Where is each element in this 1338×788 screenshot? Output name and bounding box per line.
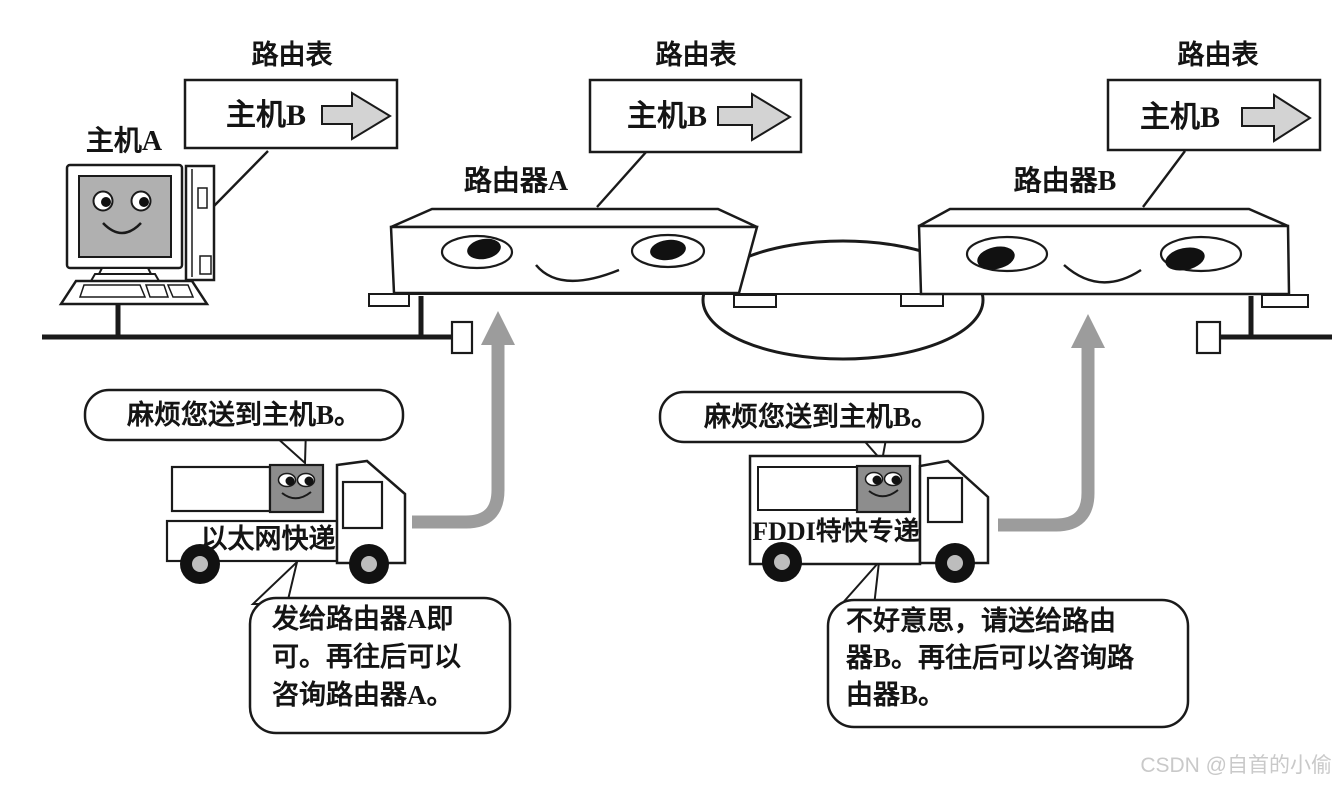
packet-arrow-left <box>412 311 515 529</box>
bubble-reply-right-text: 不好意思，请送给路由 器B。再往后可以咨询路 由器B。 <box>845 605 1135 710</box>
svg-text:不好意思，请送给路由: 不好意思，请送给路由 <box>846 605 1116 636</box>
bubble-reply-left-text: 发给路由器A即 可。再往后可以 咨询路由器A。 <box>271 603 461 710</box>
routing-table-arrow-1 <box>321 91 392 141</box>
truck1-name-band <box>165 519 339 563</box>
routing-table-3-destination: 主机B <box>1140 101 1220 134</box>
truck1-name: 以太网快递 <box>201 523 336 554</box>
speech-bubble-reply-right <box>826 598 1190 729</box>
truck1-face-box <box>268 463 325 514</box>
host-a-label: 主机A <box>86 125 163 157</box>
speech-bubble-request-left <box>83 388 405 442</box>
router-b-smile <box>1063 264 1142 284</box>
routing-table-1-title: 路由表 <box>252 39 333 70</box>
svg-text:可。再往后可以: 可。再往后可以 <box>272 641 461 672</box>
truck2-face-box <box>855 464 912 514</box>
monitor-smile <box>102 222 142 235</box>
truck1-cargo <box>170 465 272 513</box>
fddi-ring <box>701 239 985 361</box>
router-a-smile <box>535 264 620 282</box>
routing-table-3-title: 路由表 <box>1178 39 1259 70</box>
table2-connector <box>596 150 648 208</box>
svg-text:由器B。: 由器B。 <box>846 680 945 710</box>
router-a <box>389 207 759 295</box>
svg-text:发给路由器A即: 发给路由器A即 <box>271 603 454 634</box>
speech-bubble-reply-left <box>248 596 512 735</box>
host-a-computer <box>58 163 216 306</box>
truck2-name: FDDI特快专递 <box>752 516 920 546</box>
routing-table-2-title: 路由表 <box>656 39 737 70</box>
routing-table-arrow-3 <box>1241 93 1312 143</box>
router-b <box>917 207 1291 296</box>
svg-text:咨询路由器A。: 咨询路由器A。 <box>272 679 454 710</box>
router-b-label: 路由器B <box>1014 165 1117 197</box>
truck2-cargo <box>757 466 858 511</box>
packet-arrow-right <box>998 314 1105 532</box>
bubble-request-right-text: 麻烦您送到主机B。 <box>704 401 938 432</box>
svg-text:器B。再往后可以咨询路: 器B。再往后可以咨询路 <box>845 642 1135 673</box>
truck1-window <box>341 480 384 530</box>
bus-terminator-right <box>1195 320 1222 355</box>
truck2-window <box>926 476 964 524</box>
ethernet-bus-left <box>42 296 474 355</box>
routing-table-2-destination: 主机B <box>627 100 707 133</box>
speech-bubble-request-right <box>658 390 985 444</box>
routing-table-1-destination: 主机B <box>226 99 306 132</box>
bubble-request-left-text: 麻烦您送到主机B。 <box>127 399 361 430</box>
bus-terminator-left <box>450 320 474 355</box>
monitor-screen <box>78 175 172 258</box>
routing-table-arrow-2 <box>717 92 792 142</box>
ethernet-bus-right <box>1195 296 1332 355</box>
watermark: CSDN @自首的小偷 <box>1140 754 1332 777</box>
table3-connector <box>1142 150 1186 208</box>
table1-connector <box>213 150 269 207</box>
delivery-truck-fddi <box>748 454 990 583</box>
router-a-label: 路由器A <box>464 165 569 197</box>
delivery-truck-ethernet <box>165 459 407 584</box>
